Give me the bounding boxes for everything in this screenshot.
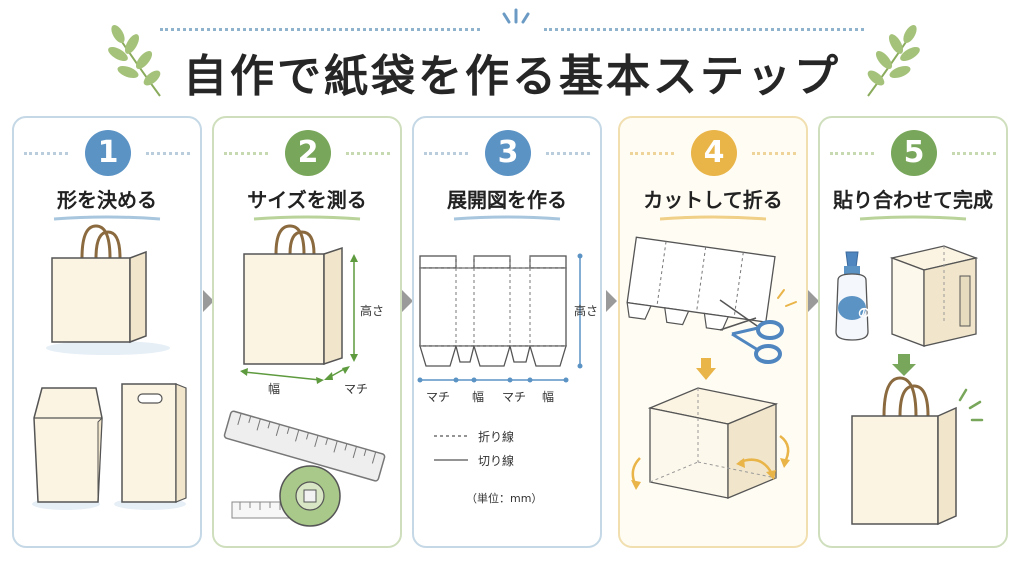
header: 自作で紙袋を作る基本ステップ: [0, 0, 1024, 110]
step-arrow-icon: [606, 290, 617, 312]
bottom-label-gusset: マチ: [426, 390, 451, 404]
panel-dots: [424, 152, 468, 155]
leaf-branch-right-icon: [867, 24, 920, 97]
panel-dots: [752, 152, 796, 155]
panel-dots: [830, 152, 874, 155]
title-underline: [859, 215, 967, 221]
panel-dots: [146, 152, 190, 155]
step-title: 形を決める: [57, 188, 157, 212]
panel-dots: [346, 152, 390, 155]
step-title: サイズを測る: [247, 188, 367, 212]
title-underline: [453, 215, 561, 221]
height-label: 高さ: [360, 304, 385, 318]
header-dots-right: [544, 28, 864, 35]
step-number-badge: 3: [485, 130, 531, 176]
assemble-illustration: [835, 245, 984, 526]
step-panel-5: 5 貼り合わせて完成 のり: [818, 116, 1008, 548]
panel-dots: [546, 152, 590, 155]
panel-dots: [952, 152, 996, 155]
bottom-label-gusset: マチ: [502, 390, 527, 404]
legend-fold-line: 折り線: [478, 430, 515, 444]
step-title: 貼り合わせて完成: [833, 188, 993, 212]
step-number-badge: 2: [285, 130, 331, 176]
gusset-label: マチ: [344, 382, 369, 396]
step-arrow-icon: [203, 290, 214, 312]
width-label: 幅: [268, 382, 281, 396]
bag-shapes-illustration: [32, 224, 187, 510]
step-panel-1: 1 形を決める: [12, 116, 202, 548]
step-panel-3: 3 展開図を作る: [412, 116, 602, 548]
bottom-label-width: 幅: [472, 390, 485, 404]
title-underline: [659, 215, 767, 221]
title-underline: [253, 215, 361, 221]
header-dots-left: [160, 28, 480, 35]
step-panel-2: 2 サイズを測る: [212, 116, 402, 548]
development-diagram: [417, 253, 583, 461]
step-arrow-icon: [808, 290, 819, 312]
panel-dots: [24, 152, 68, 155]
legend-cut-line: 切り線: [478, 454, 515, 468]
panel-dots: [630, 152, 674, 155]
measure-bag-illustration: [223, 224, 386, 527]
title-underline: [53, 215, 161, 221]
step-arrow-icon: [402, 290, 413, 312]
unit-note: （単位：mm）: [466, 492, 543, 505]
step-number-badge: 5: [891, 130, 937, 176]
step-number-badge: 1: [85, 130, 131, 176]
panel-dots: [224, 152, 268, 155]
cut-and-fold-illustration: [626, 236, 797, 499]
step-panel-4: 4 カットして折る: [618, 116, 808, 548]
page-title: 自作で紙袋を作る基本ステップ: [183, 51, 841, 102]
glue-label: のり: [858, 306, 883, 320]
sparkle-icon: [502, 8, 530, 24]
height-label: 高さ: [574, 304, 599, 318]
step-number-badge: 4: [691, 130, 737, 176]
leaf-branch-left-icon: [108, 24, 161, 97]
step-title: カットして折る: [643, 188, 783, 212]
bottom-label-width: 幅: [542, 390, 555, 404]
step-title: 展開図を作る: [447, 188, 567, 212]
